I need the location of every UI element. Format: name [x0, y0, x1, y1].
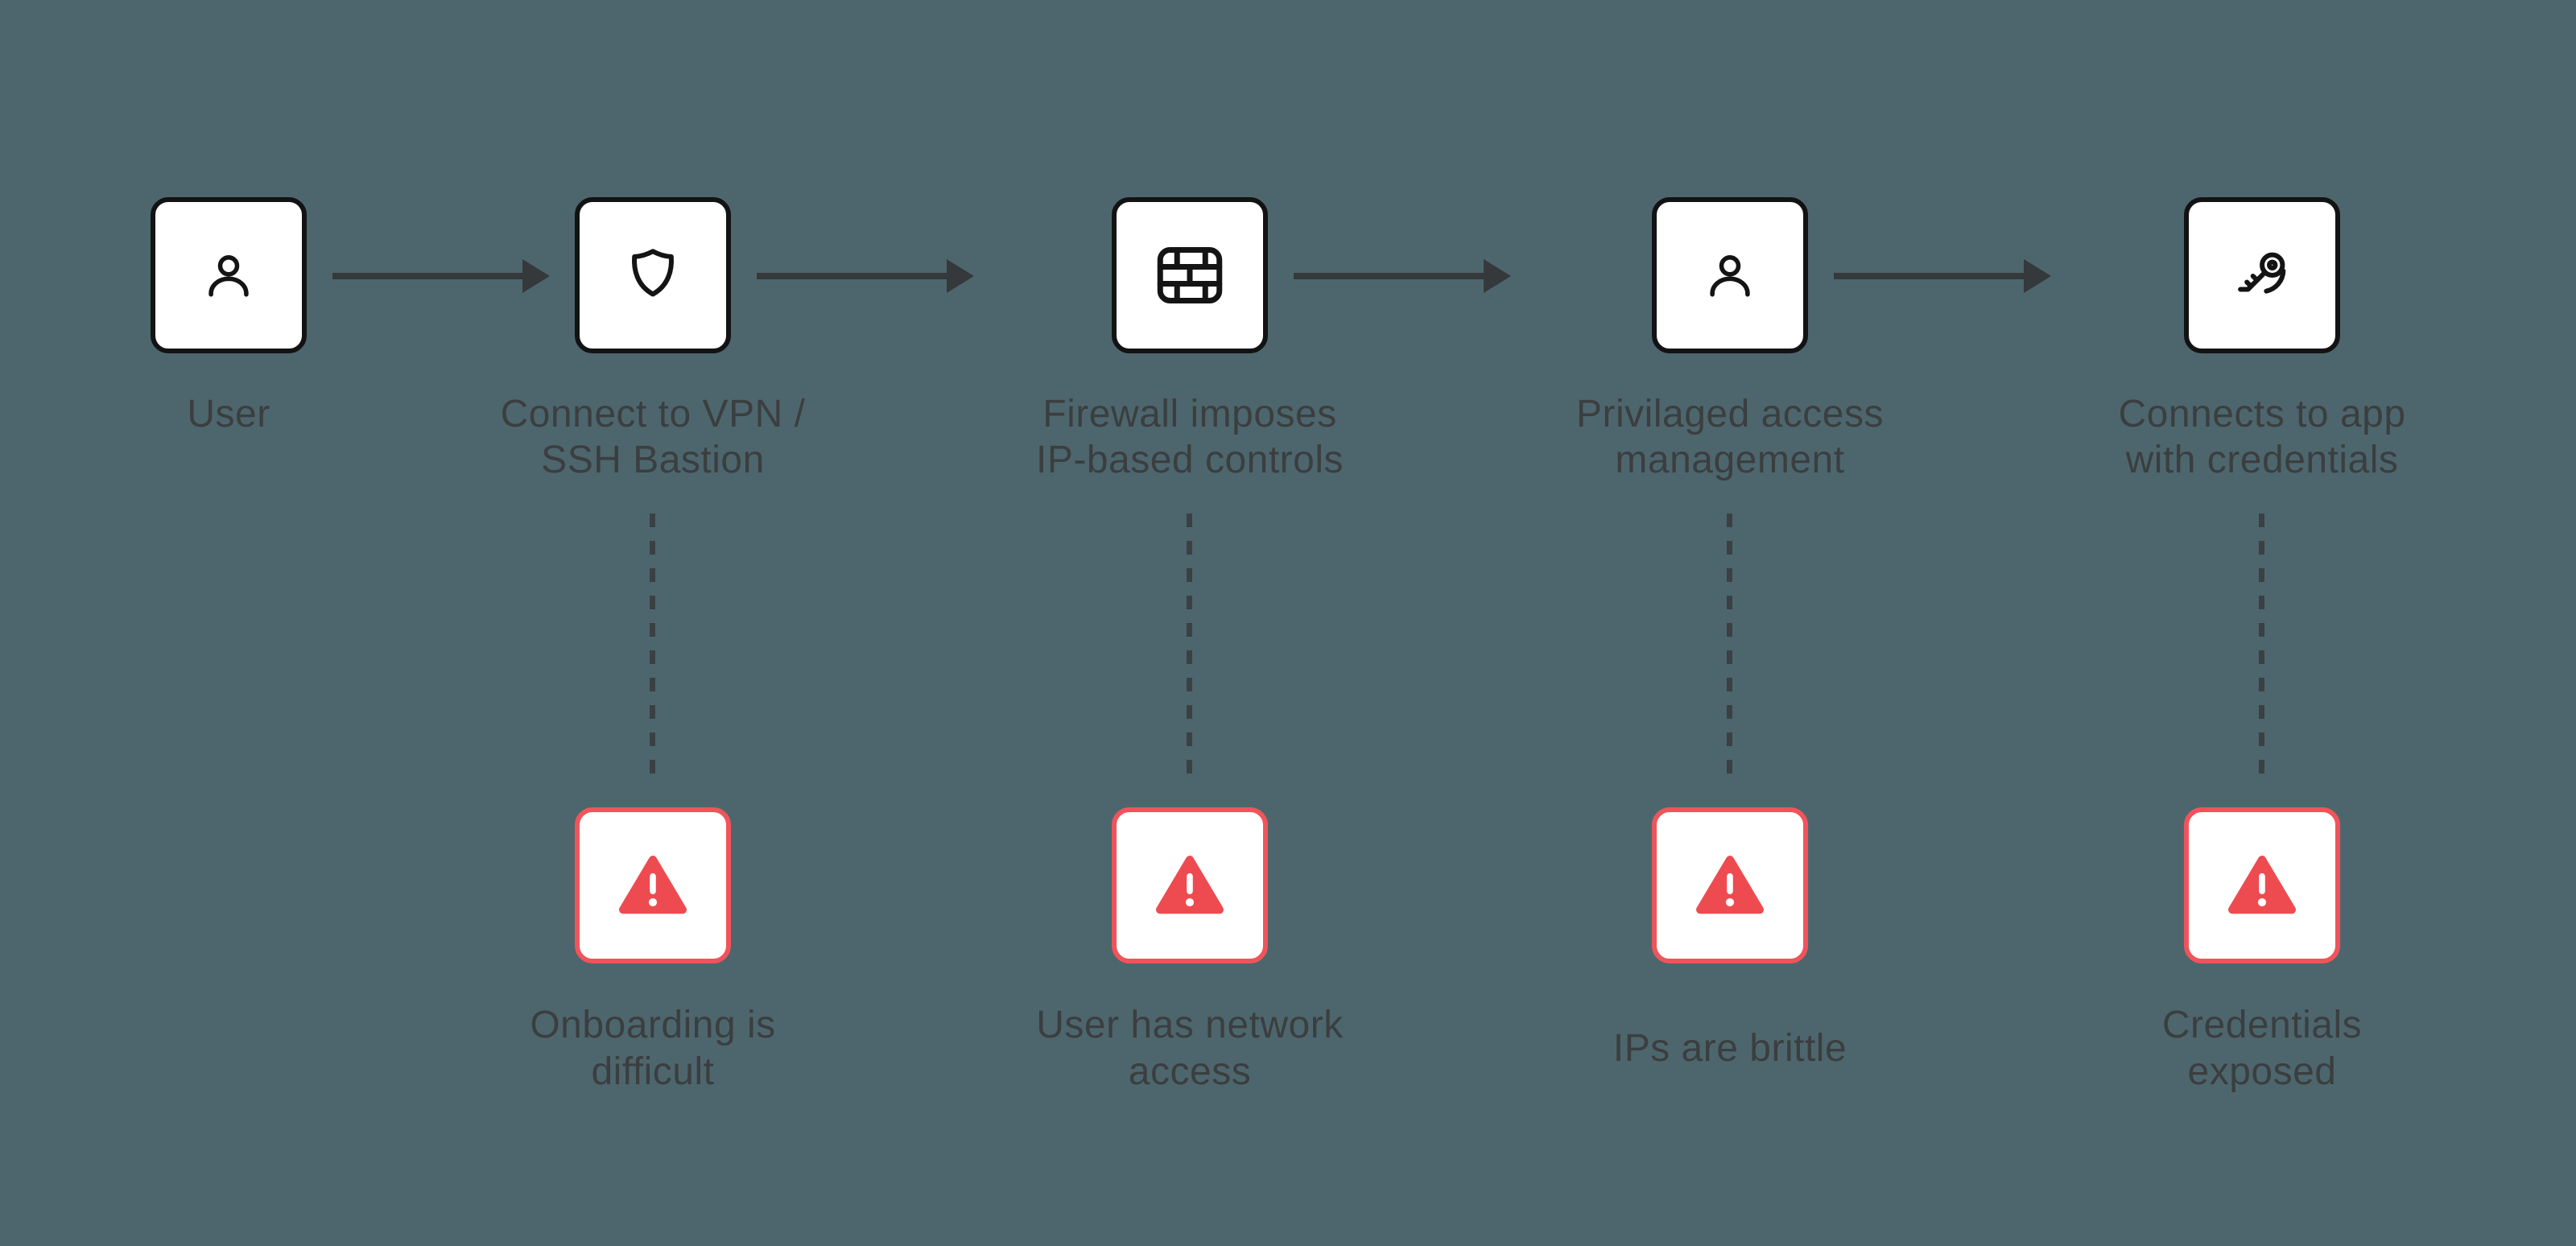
flow-arrow-4: [1834, 259, 2051, 293]
step-label: Firewall imposes IP-based controls: [1035, 393, 1344, 481]
warning-network-access: User has network access: [980, 807, 1399, 1096]
step-icon-box: [151, 197, 307, 353]
step-label: Connects to app with credentials: [2118, 393, 2406, 481]
warning-triangle-icon: [2228, 856, 2296, 915]
dashed-connector-firewall: [1187, 514, 1192, 779]
warning-box: [1112, 807, 1268, 963]
arrow-line: [332, 273, 522, 279]
step-app: Connects to app with credentials: [2053, 197, 2471, 483]
arrow-line: [1294, 273, 1484, 279]
step-icon-box: [1112, 197, 1268, 353]
shield-icon: [622, 245, 683, 306]
arrow-line: [1834, 273, 2024, 279]
dashed-connector-vpn: [650, 514, 655, 779]
step-label: Connect to VPN / SSH Bastion: [500, 393, 806, 481]
step-label: Privilaged access management: [1576, 393, 1884, 481]
warning-onboarding: Onboarding is difficult: [444, 807, 862, 1096]
key-icon: [2230, 243, 2294, 307]
step-vpn: Connect to VPN / SSH Bastion: [444, 197, 862, 483]
flow-arrow-2: [757, 259, 974, 293]
warning-label: Onboarding is difficult: [530, 1004, 776, 1093]
dashed-connector-pam: [1727, 514, 1732, 779]
step-icon-box: [1652, 197, 1808, 353]
warning-label: IPs are brittle: [1612, 1027, 1847, 1070]
warning-box: [575, 807, 731, 963]
warning-label: Credentials exposed: [2161, 1004, 2363, 1093]
user-icon: [1700, 245, 1760, 305]
warning-credentials-exposed: Credentials exposed: [2053, 807, 2471, 1096]
warning-box: [2184, 807, 2340, 963]
flow-arrow-1: [332, 259, 550, 293]
step-user: User: [19, 197, 438, 437]
flow-arrow-3: [1294, 259, 1511, 293]
dashed-connector-app: [2259, 514, 2264, 779]
warning-triangle-icon: [1696, 856, 1764, 915]
arrow-head: [2024, 259, 2051, 293]
warning-box: [1652, 807, 1808, 963]
brick-wall-icon: [1156, 245, 1224, 305]
step-pam: Privilaged access management: [1521, 197, 1939, 483]
arrow-line: [757, 273, 947, 279]
warning-label: User has network access: [1036, 1004, 1344, 1093]
step-firewall: Firewall imposes IP-based controls: [980, 197, 1399, 483]
step-label: User: [187, 393, 270, 435]
arrow-head: [522, 259, 550, 293]
warning-triangle-icon: [619, 856, 687, 915]
step-icon-box: [2184, 197, 2340, 353]
arrow-head: [1484, 259, 1511, 293]
warning-triangle-icon: [1156, 856, 1224, 915]
warning-brittle-ips: IPs are brittle: [1521, 807, 1939, 1096]
arrow-head: [947, 259, 974, 293]
step-icon-box: [575, 197, 731, 353]
user-icon: [199, 245, 258, 305]
